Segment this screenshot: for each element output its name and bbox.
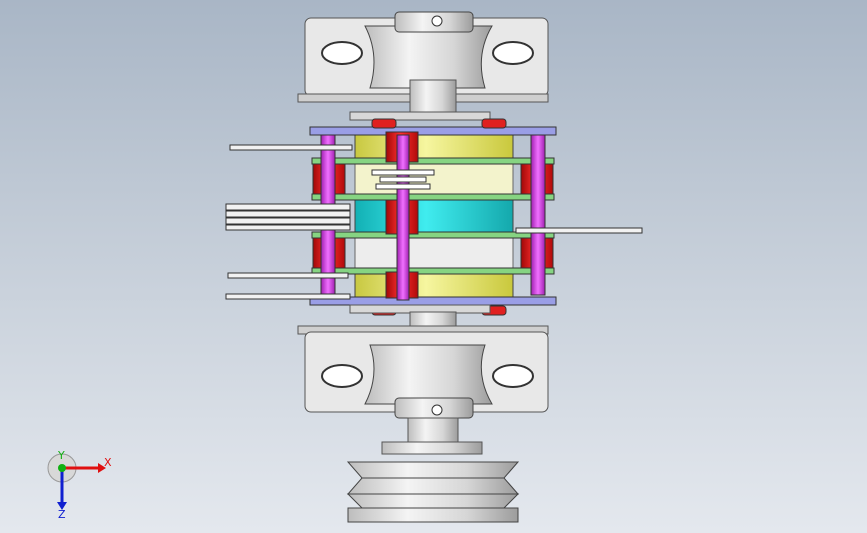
z-axis-label: Z xyxy=(58,508,66,520)
terminal-lead-right[interactable] xyxy=(515,227,643,234)
top-shaft-segment xyxy=(349,79,491,121)
x-axis-arrowhead xyxy=(98,463,106,473)
y-axis-marker xyxy=(58,464,66,472)
v-belt-pulley[interactable] xyxy=(346,417,520,523)
coordinate-triad: X Y Z xyxy=(47,450,112,520)
bottom-bearing-housing[interactable] xyxy=(297,325,549,419)
z-axis-arrowhead xyxy=(57,502,67,510)
y-axis-label: Y xyxy=(57,450,65,462)
terminal-leads-left[interactable] xyxy=(225,144,353,300)
x-axis-label: X xyxy=(104,456,112,469)
